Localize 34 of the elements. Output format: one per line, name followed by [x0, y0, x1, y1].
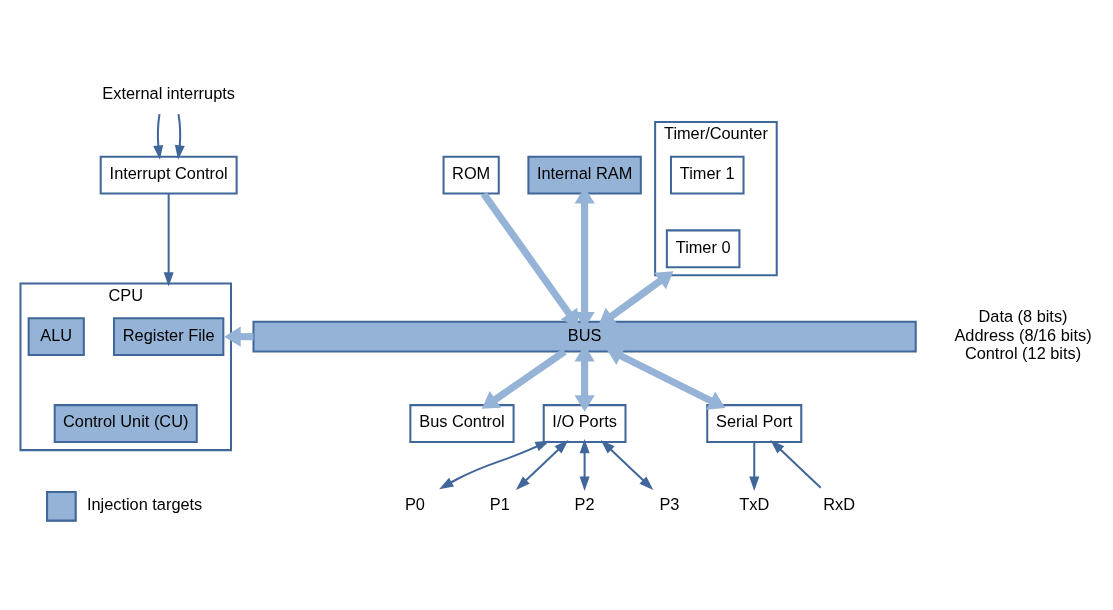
node-text: TxD	[739, 494, 770, 513]
node-text: P2	[574, 494, 595, 513]
node-box: Interrupt Control	[99, 155, 238, 195]
arrow	[153, 113, 164, 160]
label: Data (8 bits)	[978, 306, 1068, 325]
node-box: Timer 1	[669, 155, 745, 195]
arrow	[481, 348, 567, 409]
node-box: Internal RAM	[527, 155, 642, 195]
arrow	[579, 438, 590, 491]
node-box: BUS	[252, 320, 917, 352]
arrow	[770, 439, 822, 489]
arrow	[598, 270, 674, 326]
arrow	[174, 113, 185, 160]
node-text: P0	[404, 494, 425, 513]
arrow	[600, 439, 654, 490]
arrow	[749, 441, 760, 491]
node-text: RxD	[823, 494, 855, 513]
node-box: Timer 0	[665, 228, 741, 268]
arrow	[163, 193, 174, 287]
node-box: I/O Ports	[542, 403, 627, 443]
node-text: External interrupts	[102, 83, 235, 102]
label: Control (12 bits)	[964, 343, 1082, 362]
arrow	[515, 439, 569, 490]
node-box: Register File	[112, 316, 225, 356]
arrow	[439, 440, 550, 489]
node-text: P1	[489, 494, 510, 513]
node-box: ALU	[27, 316, 85, 356]
node-box: Control Unit (CU)	[53, 403, 198, 443]
node-box: Bus Control	[409, 403, 515, 443]
node-box: Serial Port	[706, 403, 803, 443]
node-box: ROM	[442, 155, 500, 195]
node-text: P3	[659, 494, 680, 513]
legend-label: Injection targets	[86, 494, 203, 513]
label: Address (8/16 bits)	[954, 325, 1092, 344]
